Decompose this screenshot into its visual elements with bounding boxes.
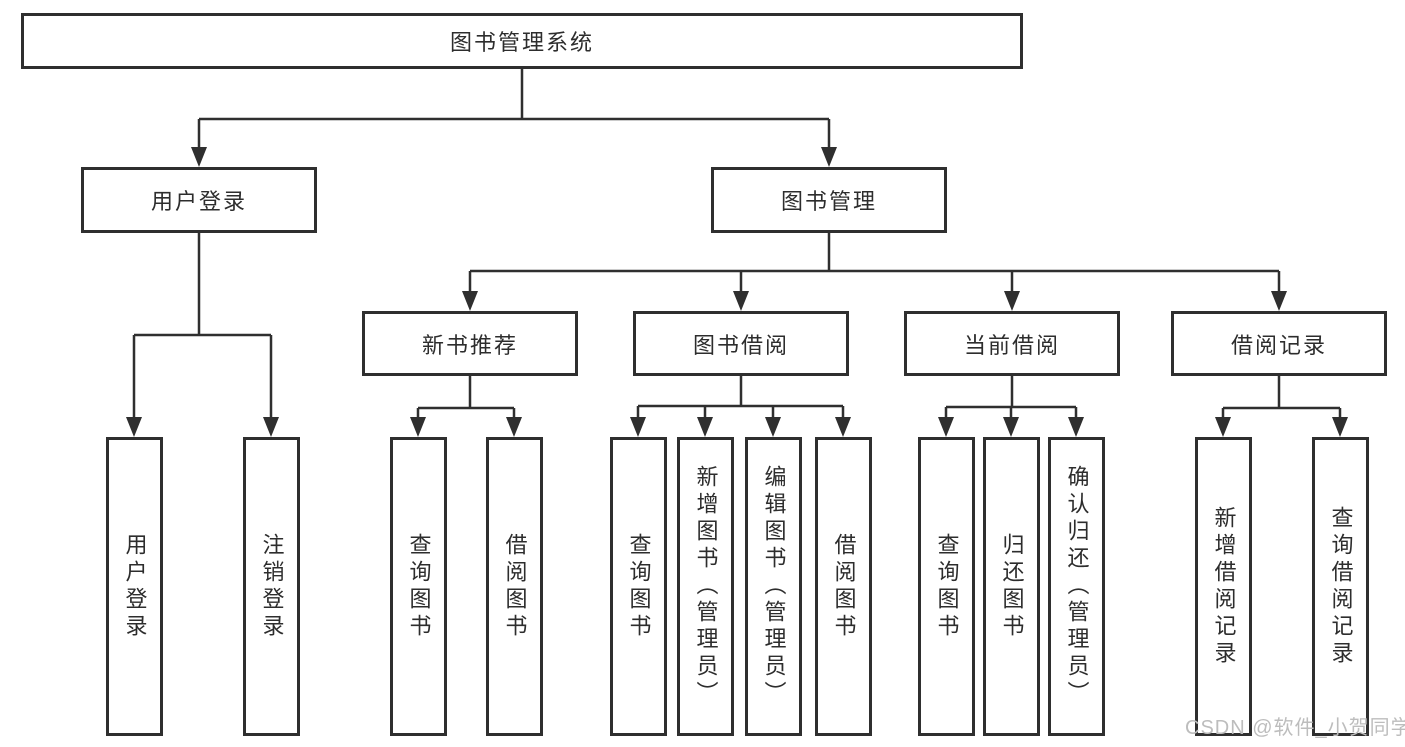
leaf-borrow-books-label: 借阅图书 [502, 532, 528, 641]
leaf-edit-books-admin: 编辑图书（管理员） [745, 437, 802, 736]
leaf-logout: 注销登录 [243, 437, 300, 736]
leaf-query-books: 查询图书 [610, 437, 667, 736]
leaf-query-books-label: 查询图书 [626, 532, 652, 641]
leaf-borrow-books-label: 借阅图书 [831, 532, 857, 641]
leaf-query-books-label: 查询图书 [406, 532, 432, 641]
leaf-add-borrow-record: 新增借阅记录 [1195, 437, 1252, 736]
leaf-borrow-books: 借阅图书 [815, 437, 872, 736]
leaf-query-books: 查询图书 [918, 437, 975, 736]
node-book-borrowing: 图书借阅 [633, 311, 849, 376]
node-current-borrowing-label: 当前借阅 [963, 332, 1060, 358]
csdn-watermark: CSDN @软件_小贺同学 [1185, 717, 1405, 739]
leaf-edit-books-admin-label: 编辑图书（管理员） [761, 465, 787, 708]
node-root: 图书管理系统 [21, 13, 1023, 69]
node-borrowing-records: 借阅记录 [1171, 311, 1387, 376]
node-borrowing-records-label: 借阅记录 [1230, 332, 1327, 358]
leaf-query-borrow-record-label: 查询借阅记录 [1328, 505, 1354, 668]
node-current-borrowing: 当前借阅 [904, 311, 1120, 376]
leaf-logout-label: 注销登录 [259, 532, 285, 641]
leaf-user-login-label: 用户登录 [122, 532, 148, 641]
node-book-management: 图书管理 [711, 167, 947, 233]
node-user-login-label: 用户登录 [150, 189, 247, 214]
leaf-borrow-books: 借阅图书 [486, 437, 543, 736]
arrowheads [126, 147, 1348, 437]
leaf-query-borrow-record: 查询借阅记录 [1312, 437, 1369, 736]
leaf-add-books-admin-label: 新增图书（管理员） [693, 465, 719, 708]
leaf-add-borrow-record-label: 新增借阅记录 [1211, 505, 1237, 668]
node-new-book-recommendation-label: 新书推荐 [421, 332, 518, 358]
node-root-label: 图书管理系统 [449, 30, 594, 55]
leaf-query-books: 查询图书 [390, 437, 447, 736]
node-new-book-recommendation: 新书推荐 [362, 311, 578, 376]
node-book-management-label: 图书管理 [780, 189, 877, 214]
leaf-return-books-label: 归还图书 [999, 532, 1025, 641]
leaf-confirm-return-admin: 确认归还（管理员） [1048, 437, 1105, 736]
leaf-add-books-admin: 新增图书（管理员） [677, 437, 734, 736]
node-book-borrowing-label: 图书借阅 [692, 332, 789, 358]
node-user-login: 用户登录 [81, 167, 317, 233]
leaf-user-login: 用户登录 [106, 437, 163, 736]
leaf-return-books: 归还图书 [983, 437, 1040, 736]
leaf-query-books-label: 查询图书 [934, 532, 960, 641]
leaf-confirm-return-admin-label: 确认归还（管理员） [1064, 465, 1090, 708]
